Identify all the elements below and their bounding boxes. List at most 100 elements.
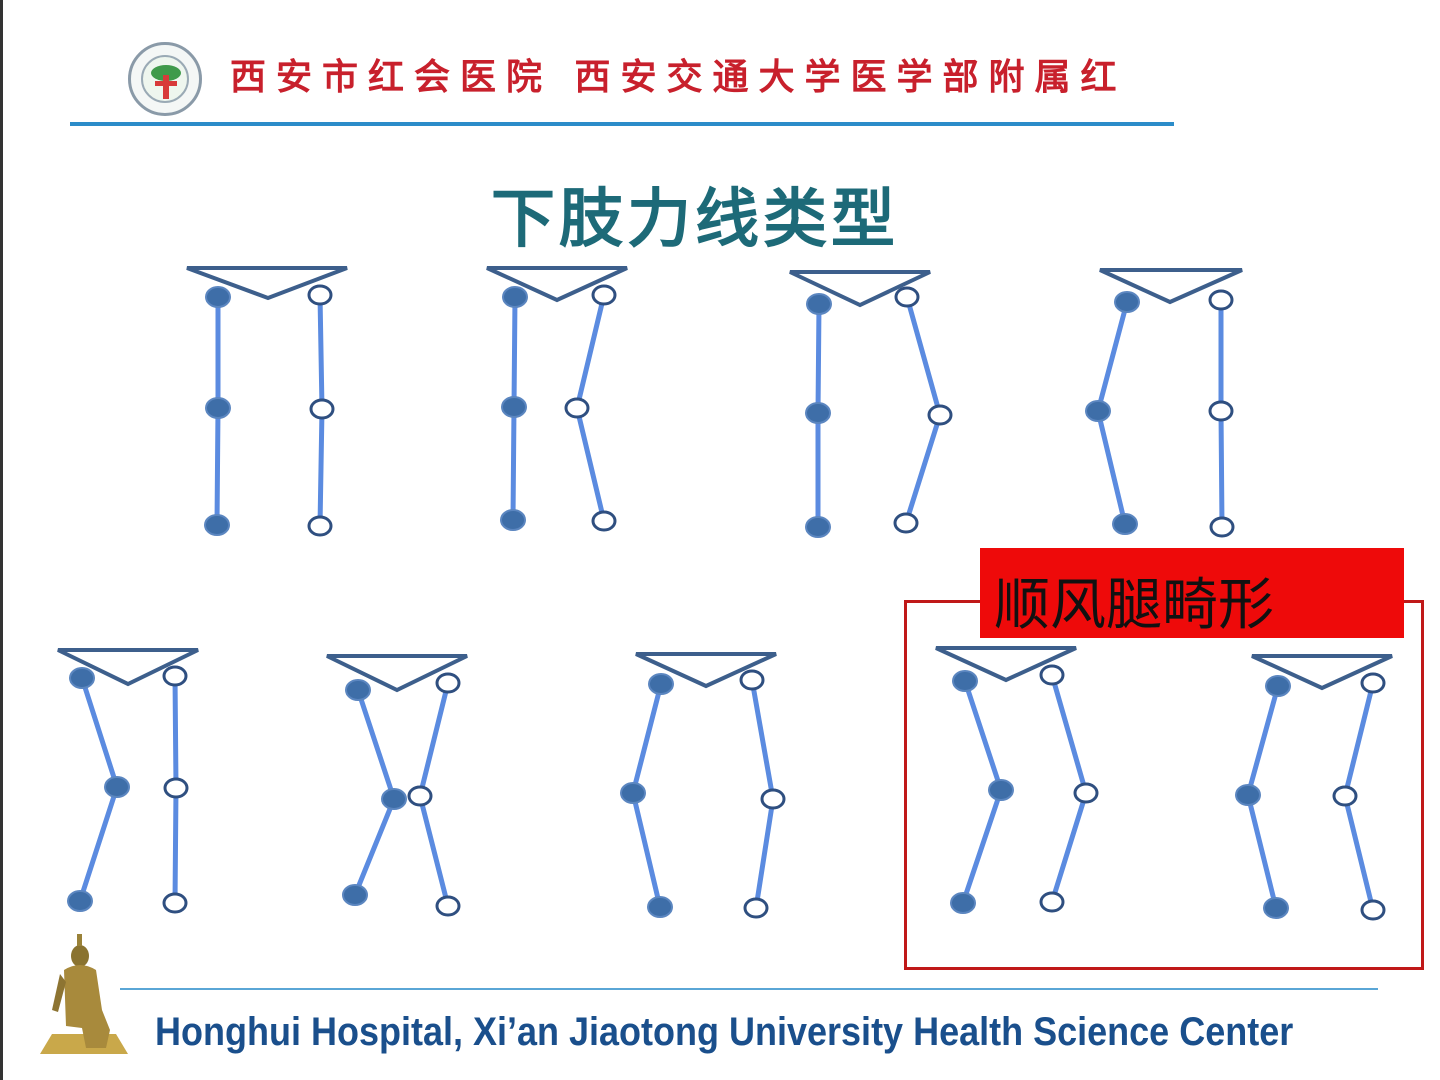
left-knee-joint bbox=[381, 788, 407, 810]
left-leg-segment bbox=[630, 790, 663, 910]
pelvis-triangle bbox=[1251, 654, 1393, 691]
right-leg-segment bbox=[1342, 680, 1376, 799]
pelvis-triangle bbox=[486, 266, 628, 303]
leg-figure-1 bbox=[186, 266, 348, 537]
left-knee-joint bbox=[501, 396, 527, 418]
right-hip-joint bbox=[739, 669, 765, 691]
slide-title: 下肢力线类型 bbox=[491, 183, 899, 257]
pelvis-triangle bbox=[935, 646, 1077, 683]
right-ankle-joint bbox=[162, 892, 188, 914]
left-leg-segment bbox=[511, 294, 518, 410]
right-hip-joint bbox=[307, 284, 333, 306]
left-knee-joint bbox=[988, 779, 1014, 801]
left-ankle-joint bbox=[805, 516, 831, 538]
right-knee-joint bbox=[407, 785, 433, 807]
right-leg-segment bbox=[417, 793, 451, 909]
right-hip-joint bbox=[1039, 664, 1065, 686]
left-leg-segment bbox=[214, 405, 221, 528]
right-knee-joint bbox=[163, 777, 189, 799]
logo-inner-ring bbox=[141, 55, 189, 103]
pelvis-triangle bbox=[186, 266, 348, 301]
leg-figure-2 bbox=[486, 266, 628, 532]
slide-edge bbox=[0, 0, 3, 1080]
right-hip-joint bbox=[435, 672, 461, 694]
footer-institution: Honghui Hospital, Xi’an Jiaotong Univers… bbox=[155, 1010, 1294, 1054]
left-knee-joint bbox=[104, 776, 130, 798]
right-knee-joint bbox=[1332, 785, 1358, 807]
right-leg-segment bbox=[1218, 408, 1225, 530]
right-leg-segment bbox=[317, 406, 325, 529]
highlight-label-box: 顺风腿畸形 bbox=[980, 548, 1404, 638]
right-knee-joint bbox=[564, 397, 590, 419]
right-leg-segment bbox=[1342, 793, 1376, 913]
left-ankle-joint bbox=[950, 892, 976, 914]
pelvis-triangle bbox=[57, 648, 199, 687]
left-leg-segment bbox=[962, 678, 1004, 793]
logo-cross-icon bbox=[163, 75, 169, 99]
left-hip-joint bbox=[1265, 675, 1291, 697]
left-leg-segment bbox=[1245, 792, 1279, 911]
leg-figure-8 bbox=[935, 646, 1099, 914]
leg-figure-6 bbox=[326, 654, 468, 917]
right-ankle-joint bbox=[893, 512, 919, 534]
left-hip-joint bbox=[952, 670, 978, 692]
right-leg-segment bbox=[903, 412, 943, 526]
right-leg-segment bbox=[753, 796, 776, 911]
logo-tree-icon bbox=[151, 65, 181, 81]
left-ankle-joint bbox=[647, 896, 673, 918]
right-leg-segment bbox=[172, 785, 179, 906]
right-leg-segment bbox=[172, 673, 179, 791]
left-hip-joint bbox=[345, 679, 371, 701]
left-leg-segment bbox=[355, 687, 397, 802]
pelvis-triangle bbox=[789, 270, 931, 308]
leg-figure-4 bbox=[1085, 268, 1243, 538]
right-ankle-joint bbox=[743, 897, 769, 919]
left-knee-joint bbox=[1235, 784, 1261, 806]
left-knee-joint bbox=[805, 402, 831, 424]
right-ankle-joint bbox=[1360, 899, 1386, 921]
right-knee-joint bbox=[760, 788, 786, 810]
leg-figure-5 bbox=[57, 648, 199, 914]
left-ankle-joint bbox=[500, 509, 526, 531]
left-leg-segment bbox=[960, 787, 1004, 906]
right-leg-segment bbox=[574, 292, 607, 411]
left-hip-joint bbox=[205, 286, 231, 308]
left-leg-segment bbox=[77, 784, 120, 904]
left-ankle-joint bbox=[204, 514, 230, 536]
left-ankle-joint bbox=[1112, 513, 1138, 535]
left-ankle-joint bbox=[1263, 897, 1289, 919]
right-knee-joint bbox=[1208, 400, 1234, 422]
left-ankle-joint bbox=[342, 884, 368, 906]
left-hip-joint bbox=[502, 286, 528, 308]
left-ankle-joint bbox=[67, 890, 93, 912]
right-leg-segment bbox=[317, 292, 325, 412]
right-hip-joint bbox=[162, 665, 188, 687]
hospital-name: 西安市红会医院 西安交通大学医学部附属红 bbox=[230, 56, 1127, 98]
left-hip-joint bbox=[69, 667, 95, 689]
left-knee-joint bbox=[1085, 400, 1111, 422]
left-leg-segment bbox=[815, 301, 822, 416]
right-leg-segment bbox=[1049, 672, 1089, 796]
right-leg-segment bbox=[904, 294, 943, 418]
pelvis-triangle bbox=[326, 654, 468, 693]
leg-figure-7 bbox=[620, 652, 786, 919]
right-leg-segment bbox=[574, 405, 607, 524]
right-leg-segment bbox=[417, 680, 451, 799]
right-hip-joint bbox=[1208, 289, 1234, 311]
right-ankle-joint bbox=[1209, 516, 1235, 538]
left-leg-segment bbox=[1095, 299, 1130, 414]
logo-cross-bar bbox=[155, 81, 177, 86]
left-knee-joint bbox=[620, 782, 646, 804]
hospital-logo bbox=[128, 42, 202, 116]
left-leg-segment bbox=[510, 404, 517, 523]
right-ankle-joint bbox=[1039, 891, 1065, 913]
pelvis-triangle bbox=[635, 652, 777, 689]
left-knee-joint bbox=[205, 397, 231, 419]
header-divider bbox=[70, 122, 1174, 126]
highlight-label: 顺风腿畸形 bbox=[994, 573, 1274, 638]
left-leg-segment bbox=[79, 675, 120, 790]
right-ankle-joint bbox=[435, 895, 461, 917]
footer-divider bbox=[120, 988, 1378, 990]
leg-figure-3 bbox=[789, 270, 953, 538]
left-hip-joint bbox=[806, 293, 832, 315]
